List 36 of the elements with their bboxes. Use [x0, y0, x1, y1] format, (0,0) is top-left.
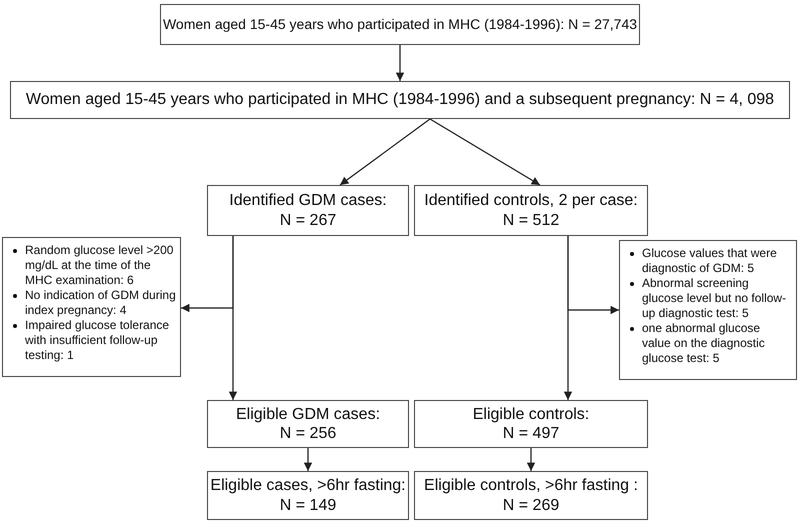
exclusion-item: Glucose values that were diagnostic of GDM: 5 [642, 246, 778, 276]
exclusion-item: No indication of GDM during index pregnancy: 4 [25, 288, 176, 318]
box-heading: Women aged 15-45 years who participated in MHC (1984-1996): N = 27,743 [162, 16, 638, 33]
box-heading: Eligible controls, >6hr fasting : [424, 476, 638, 496]
box-heading: Eligible GDM cases: [236, 404, 380, 424]
process-box [207, 400, 409, 448]
box-heading: Women aged 15-45 years who participated in MHC (1984-1996) and a subsequent pregnancy: N = 4, 098 [26, 90, 774, 110]
box-heading: Eligible controls: [472, 404, 590, 424]
count-text: N = 512 [502, 210, 560, 230]
exclusion-item: Impaired glucose tolerance with insufficient follow-up testing: 1 [25, 318, 170, 363]
arrow [228, 236, 238, 400]
box-heading: Identified GDM cases: [229, 191, 387, 210]
arrow [564, 236, 572, 400]
exclusion-box [2, 237, 181, 377]
process-box [414, 471, 648, 520]
process-box [207, 471, 409, 520]
box-heading: Identified controls, 2 per case: [424, 191, 638, 210]
arrow [526, 448, 536, 471]
box-heading: Eligible cases, >6hr fasting: [210, 476, 406, 496]
arrow [396, 45, 404, 81]
process-box [414, 185, 648, 236]
process-box [160, 4, 640, 45]
count-text: N = 149 [280, 496, 336, 515]
count-text: N = 269 [502, 496, 560, 515]
process-box [207, 185, 409, 236]
exclusion-item: one abnormal glucose value on the diagnostic glucose test: 5 [642, 321, 766, 366]
count-text: N = 256 [280, 424, 336, 444]
exclusion-box [619, 240, 797, 380]
arrow [430, 118, 540, 186]
process-box [10, 81, 790, 119]
exclusion-item: Random glucose level >200 mg/dL at the time of the MHC examination: 6 [25, 243, 174, 288]
arrow [304, 448, 312, 471]
count-text: N = 267 [280, 210, 336, 230]
arrow [340, 118, 430, 186]
count-text: N = 497 [502, 424, 560, 444]
process-box [414, 400, 648, 448]
